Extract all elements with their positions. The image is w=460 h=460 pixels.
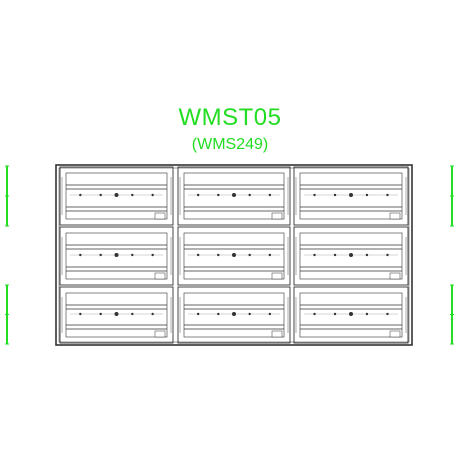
mounting-hole (151, 193, 154, 197)
mounting-hole (232, 193, 236, 197)
mounting-hole (268, 312, 272, 316)
mounting-hole (131, 253, 134, 257)
mounting-hole (131, 193, 134, 197)
panel-inner-frame (183, 172, 285, 220)
mounting-hole (217, 312, 220, 316)
mounting-hole (79, 253, 82, 257)
panel-frame (293, 166, 409, 226)
panel-label-box (271, 212, 283, 220)
drawing-title: WMST05 (178, 104, 282, 131)
mounting-hole (232, 312, 236, 316)
panel-inner-frame (183, 292, 285, 338)
panel-label-box (389, 212, 401, 220)
panel-frame (177, 226, 291, 286)
panel-inner-frame (65, 232, 168, 280)
panel-label-box (271, 330, 283, 338)
panel-inner-frame (65, 172, 168, 220)
mounting-hole (365, 193, 369, 197)
panel-inner-frame (299, 292, 403, 338)
mounting-hole (196, 193, 200, 197)
mounting-hole (99, 253, 102, 257)
panel-frame (177, 286, 291, 344)
mounting-hole (114, 312, 119, 316)
panel-label-box (389, 272, 401, 280)
mounting-hole (114, 193, 119, 197)
panel-inner-frame (183, 232, 285, 280)
mounting-hole (313, 193, 316, 197)
panel-label-box (154, 272, 166, 280)
mounting-hole (196, 312, 200, 316)
mounting-hole (131, 312, 134, 316)
mounting-hole (313, 312, 316, 316)
mounting-hole (248, 253, 251, 257)
panel-frame (293, 226, 409, 286)
panel-inner-frame (65, 292, 168, 338)
mounting-hole (79, 193, 82, 197)
panel-label-box (154, 212, 166, 220)
mounting-hole (151, 312, 154, 316)
mounting-hole (349, 193, 353, 197)
mounting-hole (268, 193, 272, 197)
mounting-hole (248, 312, 251, 316)
mounting-hole (333, 253, 337, 257)
mounting-hole (268, 253, 272, 257)
drawing-subtitle: (WMS249) (191, 136, 269, 153)
mounting-hole (248, 193, 251, 197)
panel-label-box (389, 330, 401, 338)
mounting-hole (114, 253, 119, 257)
panel-frame (59, 286, 174, 344)
mounting-hole (386, 193, 389, 197)
panel-frame (177, 166, 291, 226)
panel-frame (59, 226, 174, 286)
mounting-hole (151, 253, 154, 257)
panel-frame (59, 166, 174, 226)
mounting-hole (349, 253, 353, 257)
mounting-hole (99, 312, 102, 316)
panel-label-box (154, 330, 166, 338)
outer-frame (55, 164, 413, 346)
panel-inner-frame (299, 232, 403, 280)
mounting-hole (365, 253, 369, 257)
mounting-hole (365, 312, 369, 316)
mounting-hole (386, 312, 389, 316)
outer-frame-inner-line (58, 167, 410, 343)
mounting-hole (313, 253, 316, 257)
mounting-hole (333, 193, 337, 197)
panel-inner-frame (299, 172, 403, 220)
panel-frame (293, 286, 409, 344)
mounting-hole (386, 253, 389, 257)
mounting-hole (196, 253, 200, 257)
mounting-hole (232, 253, 236, 257)
mounting-hole (333, 312, 337, 316)
mounting-hole (99, 193, 102, 197)
mounting-hole (217, 253, 220, 257)
mounting-hole (79, 312, 82, 316)
mounting-hole (217, 193, 220, 197)
panel-label-box (271, 272, 283, 280)
mounting-hole (349, 312, 353, 316)
